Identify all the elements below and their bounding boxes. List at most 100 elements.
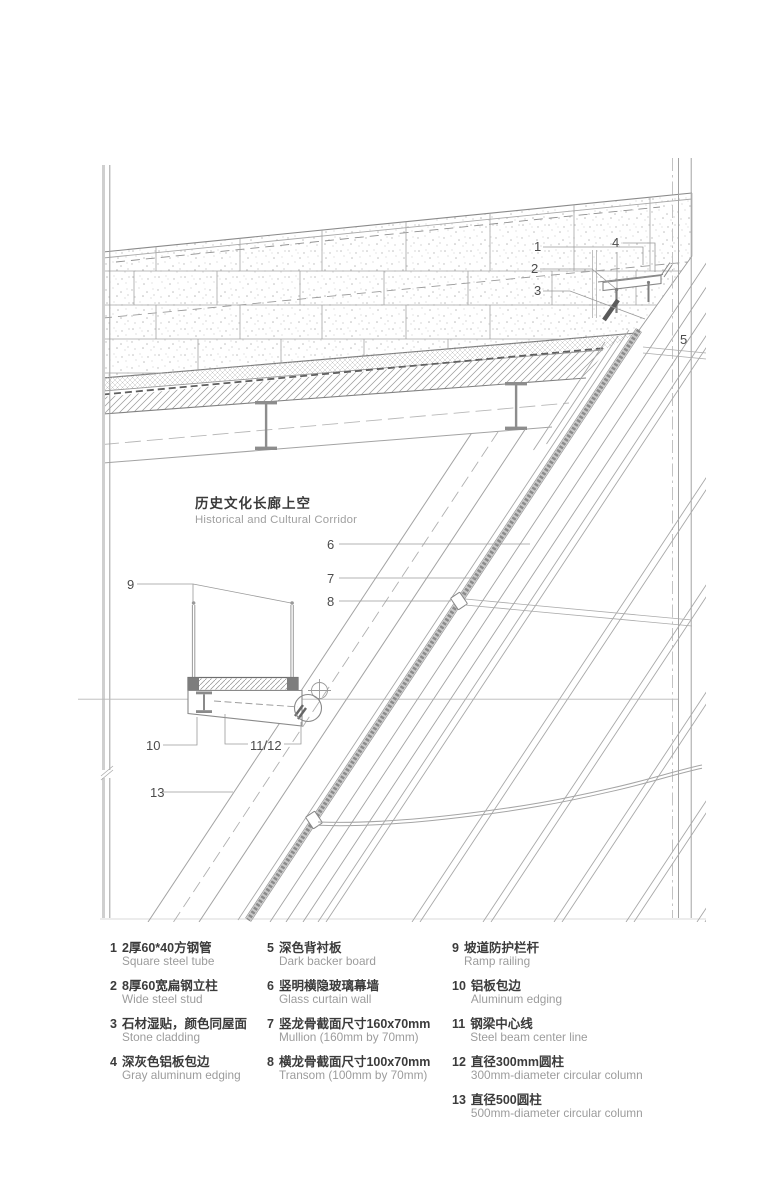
legend-item-label-zh: 深灰色铝板包边 xyxy=(121,1055,210,1069)
callout-9: 9 xyxy=(127,577,134,592)
legend-item-label-en: Square steel tube xyxy=(121,954,215,968)
legend-item-label-zh: 2厚60*40方钢管 xyxy=(121,941,212,955)
legend-item-label-en: Ramp railing xyxy=(463,954,531,968)
axis-marker-circle xyxy=(308,679,331,702)
callout-13: 13 xyxy=(150,785,164,800)
left-wall-lines xyxy=(102,165,111,918)
legend-item-label-en: 500mm-diameter circular column xyxy=(470,1106,643,1120)
callout-5: 5 xyxy=(680,332,687,347)
legend-item-label-en: Gray aluminum edging xyxy=(121,1068,241,1082)
beam-centerline-dashed xyxy=(102,402,570,445)
legend-item-label-zh: 钢梁中心线 xyxy=(470,1017,533,1031)
round-column-500-projection xyxy=(147,421,625,922)
legend-item-label-en: 300mm-diameter circular column xyxy=(470,1068,643,1082)
legend-item-number: 8 xyxy=(267,1055,274,1069)
legend-item-number: 13 xyxy=(452,1093,466,1107)
legend-item-label-zh: 坡道防护栏杆 xyxy=(463,941,539,955)
legend-item-label-zh: 竖龙骨截面尺寸160x70mm xyxy=(278,1017,431,1031)
legend-item-label-zh: 直径300mm圆柱 xyxy=(470,1055,564,1069)
legend-item-label-zh: 深色背衬板 xyxy=(278,941,342,955)
legend-item-number: 3 xyxy=(110,1017,117,1031)
legend-item-label-zh: 竖明横隐玻璃幕墙 xyxy=(278,979,379,993)
legend-item-label-en: Stone cladding xyxy=(121,1030,201,1044)
legend-item-label-en: Dark backer board xyxy=(278,954,376,968)
callout-2: 2 xyxy=(531,261,538,276)
soffit-line xyxy=(102,426,553,464)
legend-item-label-en: Wide steel stud xyxy=(121,992,203,1006)
legend-item-number: 4 xyxy=(110,1055,117,1069)
legend-item-number: 9 xyxy=(452,941,459,955)
callout-leaders xyxy=(137,242,656,793)
transom-connector-upper xyxy=(450,592,468,610)
right-boundary-lines xyxy=(672,158,692,918)
callout-10: 10 xyxy=(146,738,160,753)
legend-item-number: 11 xyxy=(452,1017,466,1031)
stone-cladding-band xyxy=(102,192,693,379)
steel-beam-centerline xyxy=(213,700,299,708)
legend-item-label-en: Transom (100mm by 70mm) xyxy=(278,1068,428,1082)
space-label-zh: 历史文化长廊上空 xyxy=(195,495,311,511)
ramp-railing-detail xyxy=(187,601,331,727)
glass-curtain-wall-lines xyxy=(269,234,706,922)
callout-3: 3 xyxy=(534,283,541,298)
wall-break-mark xyxy=(100,765,114,781)
legend-item-label-zh: 横龙骨截面尺寸100x70mm xyxy=(278,1055,431,1069)
gray-aluminum-cap xyxy=(602,274,662,292)
callout-8: 8 xyxy=(327,594,334,609)
aluminum-edging-box xyxy=(187,689,303,727)
callout-1: 1 xyxy=(534,239,541,254)
legend-item-label-en: Steel beam center line xyxy=(470,1030,588,1044)
stone-course-lines xyxy=(103,270,681,374)
post-cap xyxy=(191,601,196,605)
transom-projection-lines xyxy=(464,346,707,627)
legend-item-number: 12 xyxy=(452,1055,466,1069)
curtain-wall-mullion xyxy=(245,327,642,923)
steel-i-beam-left xyxy=(255,401,277,450)
legend-item-label-zh: 直径500圆柱 xyxy=(470,1093,542,1107)
legend-item-number: 1 xyxy=(110,941,117,955)
wall-head-cap-detail xyxy=(592,250,673,322)
legend-item-label-zh: 铝板包边 xyxy=(470,979,521,993)
steel-i-beam-right xyxy=(505,382,527,430)
legend-item-number: 2 xyxy=(110,979,117,993)
legend-item-number: 10 xyxy=(452,979,466,993)
legend-item-number: 6 xyxy=(267,979,274,993)
legend-item-label-zh: 石材湿贴，颜色同屋面 xyxy=(121,1017,247,1031)
callouts: 1 2 3 4 5 6 7 8 9 10 11/12 13 xyxy=(127,235,687,800)
ramp-ground-curve xyxy=(317,764,703,827)
transom-connector-lower xyxy=(305,811,323,829)
space-label-en: Historical and Cultural Corridor xyxy=(195,514,357,526)
callout-4: 4 xyxy=(612,235,619,250)
callout-6: 6 xyxy=(327,537,334,552)
callout-11-12: 11/12 xyxy=(250,738,282,753)
dark-backer-board xyxy=(602,298,620,322)
waterproof-membrane-line xyxy=(102,347,607,396)
legend-item-label-en: Mullion (160mm by 70mm) xyxy=(278,1030,419,1044)
legend-item-label-en: Glass curtain wall xyxy=(278,992,372,1006)
screed-hatch-band xyxy=(103,348,607,414)
roof-buildup-layers xyxy=(102,333,637,464)
legend-item-number: 5 xyxy=(267,941,274,955)
callout-7: 7 xyxy=(327,571,334,586)
aluminum-edging-lines xyxy=(237,329,630,921)
legend-item-number: 7 xyxy=(267,1017,274,1031)
stone-vertical-joints xyxy=(133,197,651,370)
legend-item-label-zh: 8厚60宽扁钢立柱 xyxy=(121,979,218,993)
